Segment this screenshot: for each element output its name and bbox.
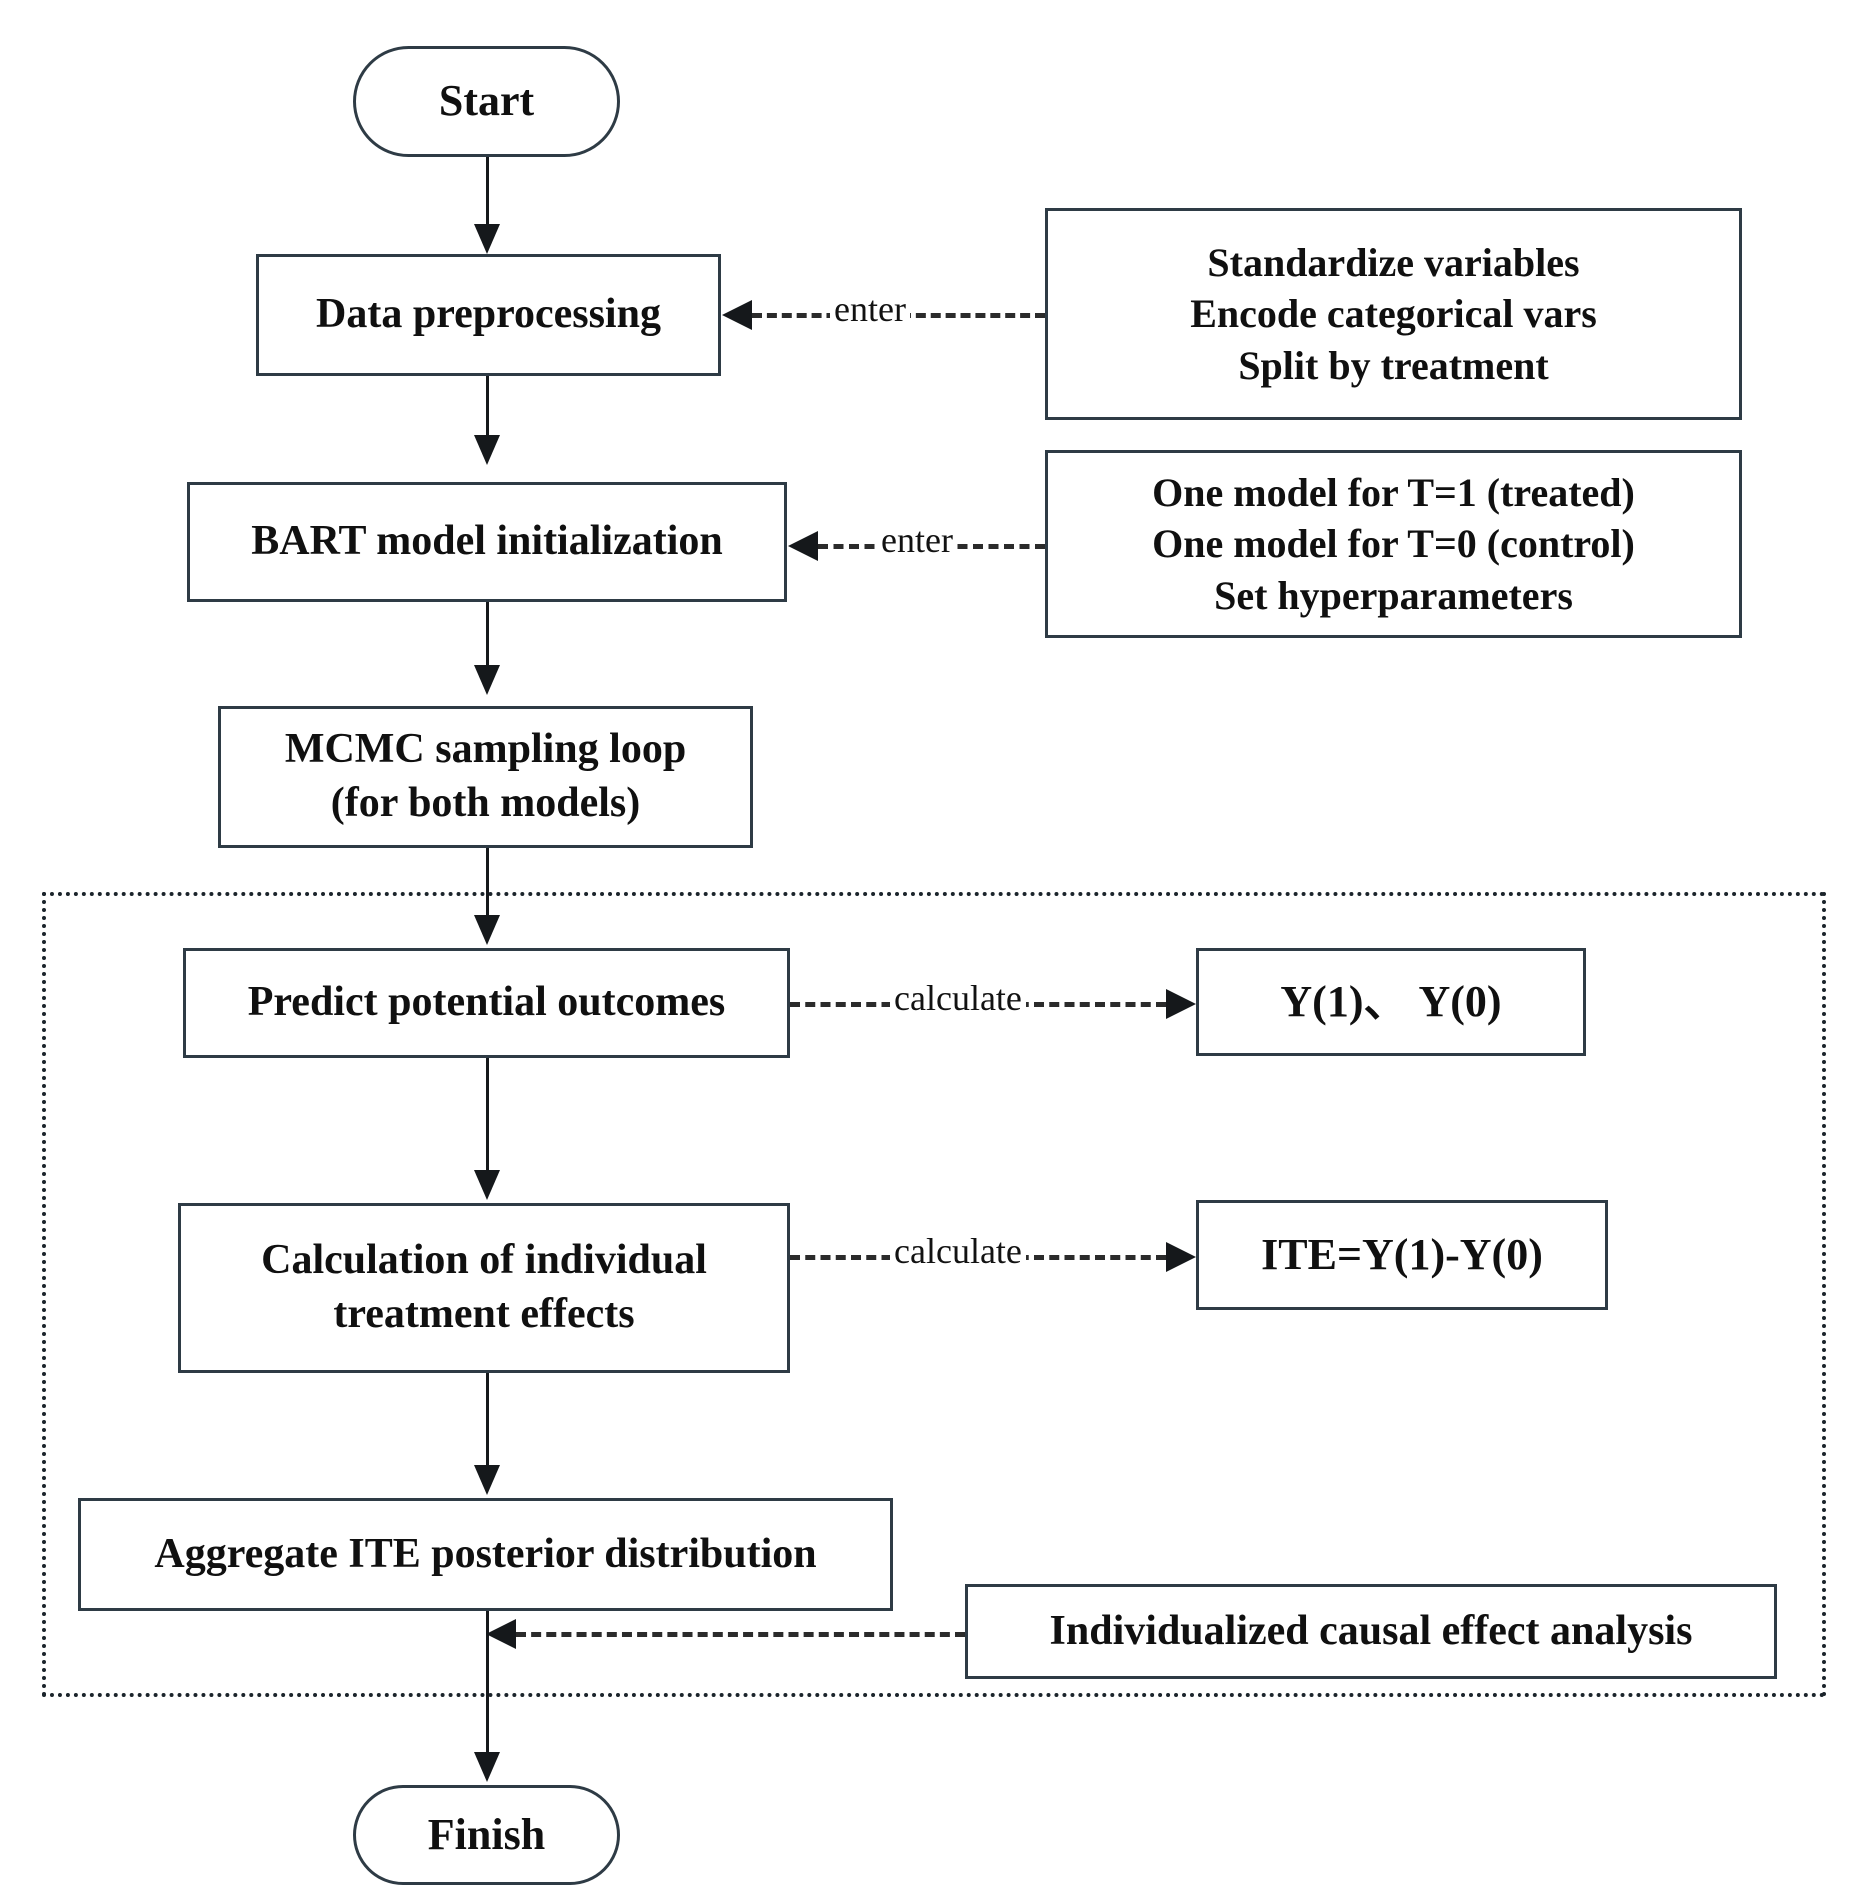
arrow-individualized-feedback: [486, 1619, 516, 1649]
node-preprocessing-detail[interactable]: Standardize variables Encode categorical…: [1045, 208, 1742, 420]
edge-label-enter-bart: enter: [877, 519, 957, 561]
node-ite-formula[interactable]: ITE=Y(1)-Y(0): [1196, 1200, 1608, 1310]
edge-ite-to-aggregate: [486, 1373, 489, 1468]
preprocessing-detail-line-2: Encode categorical vars: [1190, 291, 1597, 337]
node-start[interactable]: Start: [353, 46, 620, 157]
node-mcmc-line-1: MCMC sampling loop: [284, 726, 687, 773]
edge-bart-to-mcmc: [486, 602, 489, 668]
arrow-calculate-outcomes: [1166, 989, 1196, 1019]
node-start-label: Start: [438, 76, 535, 126]
node-bart-initialization-label: BART model initialization: [251, 518, 723, 565]
edge-start-to-preprocessing: [486, 157, 489, 227]
edge-predict-to-ite: [486, 1058, 489, 1173]
node-bart-initialization[interactable]: BART model initialization: [187, 482, 787, 602]
node-bart-detail[interactable]: One model for T=1 (treated) One model fo…: [1045, 450, 1742, 638]
node-predict-potential-outcomes[interactable]: Predict potential outcomes: [183, 948, 790, 1058]
node-data-preprocessing-label: Data preprocessing: [316, 291, 661, 338]
node-ite-formula-label: ITE=Y(1)-Y(0): [1261, 1229, 1543, 1279]
node-ite-calculation-line-1: Calculation of individual: [261, 1237, 707, 1284]
bart-detail-line-3: Set hyperparameters: [1214, 572, 1573, 618]
node-individualized-analysis[interactable]: Individualized causal effect analysis: [965, 1584, 1777, 1679]
edge-mcmc-to-predict: [486, 848, 489, 918]
bart-detail-line-2: One model for T=0 (control): [1152, 521, 1635, 567]
edge-preprocessing-to-bart: [486, 376, 489, 438]
node-aggregate-ite-posterior[interactable]: Aggregate ITE posterior distribution: [78, 1498, 893, 1611]
node-finish-label: Finish: [427, 1809, 546, 1859]
arrow-mcmc-to-predict: [474, 915, 500, 945]
node-potential-outcomes-label: Y(1)、 Y(0): [1280, 976, 1502, 1026]
node-mcmc-sampling-loop[interactable]: MCMC sampling loop (for both models): [218, 706, 753, 848]
arrow-predict-to-ite: [474, 1170, 500, 1200]
node-predict-label: Predict potential outcomes: [247, 979, 726, 1026]
arrow-enter-preprocessing: [722, 300, 752, 330]
edge-label-calculate-ite: calculate: [890, 1230, 1026, 1272]
node-aggregate-label: Aggregate ITE posterior distribution: [154, 1530, 817, 1577]
arrow-aggregate-to-finish: [474, 1752, 500, 1782]
edge-label-calculate-outcomes: calculate: [890, 977, 1026, 1019]
node-ite-calculation[interactable]: Calculation of individual treatment effe…: [178, 1203, 790, 1373]
arrow-ite-to-aggregate: [474, 1465, 500, 1495]
bart-detail-line-1: One model for T=1 (treated): [1152, 470, 1635, 516]
node-finish[interactable]: Finish: [353, 1785, 620, 1885]
node-data-preprocessing[interactable]: Data preprocessing: [256, 254, 721, 376]
edge-aggregate-to-finish: [486, 1611, 489, 1755]
arrow-preprocessing-to-bart: [474, 435, 500, 465]
individualized-analysis-group: [42, 892, 1826, 1697]
arrow-calculate-ite: [1166, 1242, 1196, 1272]
node-ite-calculation-line-2: treatment effects: [333, 1291, 635, 1337]
node-mcmc-line-2: (for both models): [330, 780, 641, 826]
edge-label-enter-preprocessing: enter: [830, 288, 910, 330]
arrow-enter-bart: [788, 531, 818, 561]
arrow-start-to-preprocessing: [474, 224, 500, 254]
preprocessing-detail-line-1: Standardize variables: [1207, 240, 1580, 286]
edge-individualized-feedback: [516, 1632, 965, 1637]
node-individualized-label: Individualized causal effect analysis: [1049, 1607, 1693, 1654]
node-potential-outcomes-values[interactable]: Y(1)、 Y(0): [1196, 948, 1586, 1056]
arrow-bart-to-mcmc: [474, 665, 500, 695]
preprocessing-detail-line-3: Split by treatment: [1238, 342, 1549, 388]
